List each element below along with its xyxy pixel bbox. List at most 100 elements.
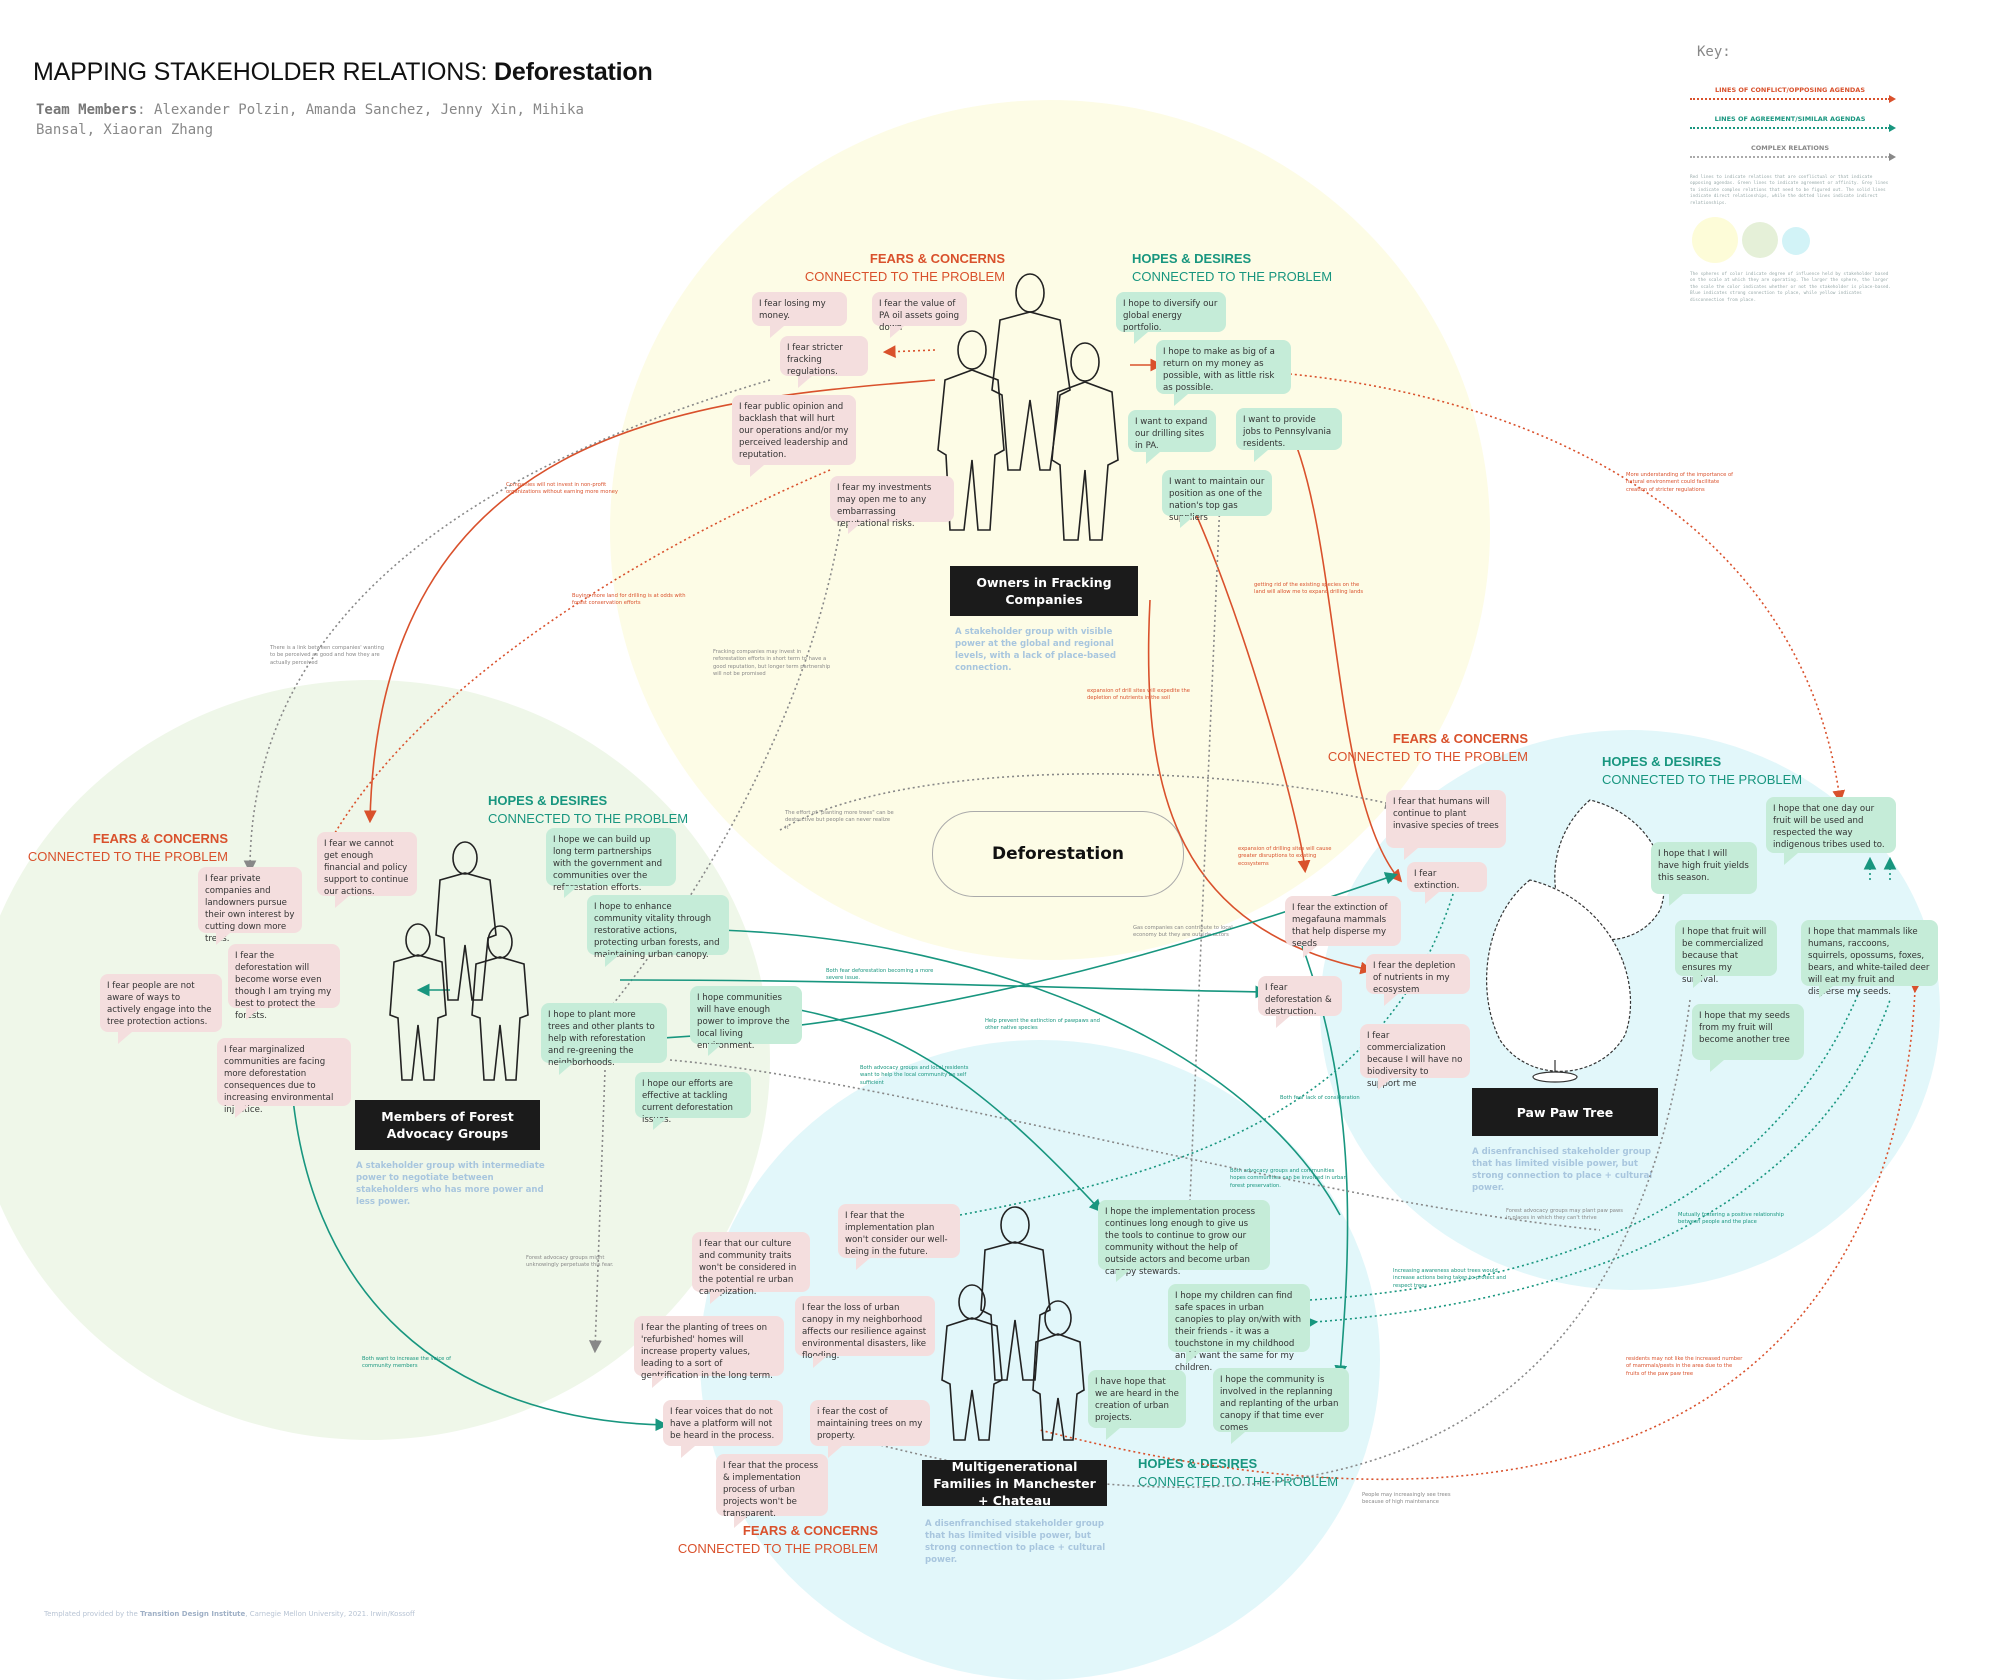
annotation: Forest advocacy groups might unknowingly… <box>526 1255 614 1269</box>
stakeholder-desc-pawpaw: A disenfranchised stakeholder group that… <box>1472 1147 1653 1193</box>
fear-bubble: I fear that the implementation plan won'… <box>838 1204 960 1270</box>
fear-bubble: I fear private companies and landowners … <box>198 867 302 945</box>
annotation: There is a link between companies' wanti… <box>270 645 385 666</box>
fear-bubble: I fear that the process & implementation… <box>716 1454 828 1528</box>
annotation: Gas companies can contribute to local ec… <box>1133 925 1233 939</box>
key-complex-line <box>1690 153 1896 161</box>
heading-sub: CONNECTED TO THE PROBLEM <box>677 1541 878 1556</box>
key-lines-desc: Red lines to indicate relations that are… <box>1690 175 1889 206</box>
key-sphere-yellow <box>1692 217 1738 263</box>
hope-bubble: I hope the community is involved in the … <box>1213 1368 1349 1444</box>
team-members: Team Members: Alexander Polzin, Amanda S… <box>36 100 596 140</box>
families-fears-heading: FEARS & CONCERNS CONNECTED TO THE PROBLEM <box>650 1522 878 1558</box>
heading-main: FEARS & CONCERNS <box>869 251 1005 266</box>
annotation: The effort of "planting more trees" can … <box>785 810 894 831</box>
heading-sub: CONNECTED TO THE PROBLEM <box>1602 772 1803 787</box>
hope-bubble: I hope we can build up long term partner… <box>546 828 676 898</box>
annotation: Mutually fostering a positive relationsh… <box>1678 1212 1784 1226</box>
page-title: MAPPING STAKEHOLDER RELATIONS: Deforesta… <box>33 58 653 87</box>
key-conflict-line <box>1690 95 1896 103</box>
fear-bubble: I fear that our culture and community tr… <box>692 1232 810 1304</box>
hope-bubble: I want to maintain our position as one o… <box>1162 470 1272 528</box>
heading-sub: CONNECTED TO THE PROBLEM <box>1327 749 1528 764</box>
key-title: Key: <box>1697 44 1731 60</box>
key-complex-label: COMPLEX RELATIONS <box>1751 144 1829 152</box>
fear-bubble: I fear we cannot get enough financial an… <box>317 832 417 908</box>
annotation: expansion of drilling sites will cause g… <box>1238 846 1332 867</box>
hope-bubble: I hope our efforts are effective at tack… <box>635 1072 751 1130</box>
footer-prefix: Templated provided by the <box>44 1610 141 1618</box>
hope-bubble: I hope that mammals like humans, raccoon… <box>1801 920 1938 998</box>
footer-org: Transition Design Institute <box>140 1610 246 1618</box>
title-topic: Deforestation <box>494 58 653 86</box>
annotation: More understanding of the importance of … <box>1626 472 1733 493</box>
hope-bubble: I hope that one day our fruit will be us… <box>1766 797 1896 865</box>
annotation: Buying more land for drilling is at odds… <box>572 593 686 607</box>
key-sphere-blue <box>1782 227 1810 255</box>
heading-sub: CONNECTED TO THE PROBLEM <box>1138 1474 1339 1489</box>
central-problem: Deforestation <box>932 811 1184 897</box>
key-spheres-desc: The spheres of color indicate degree of … <box>1690 272 1891 303</box>
fear-bubble: I fear losing my money. <box>752 292 847 338</box>
annotation: getting rid of the existing species on t… <box>1254 582 1364 596</box>
annotation: People may increasingly see trees becaus… <box>1362 1492 1451 1506</box>
advocacy-fears-heading: FEARS & CONCERNS CONNECTED TO THE PROBLEM <box>20 830 228 866</box>
hope-bubble: I have hope that we are heard in the cre… <box>1088 1370 1186 1440</box>
pawpaw-fears-heading: FEARS & CONCERNS CONNECTED TO THE PROBLEM <box>1300 730 1528 766</box>
hope-bubble: I hope my children can find safe spaces … <box>1168 1284 1310 1373</box>
fear-bubble: I fear public opinion and backlash that … <box>732 395 856 477</box>
annotation: expansion of drill sites will expedite t… <box>1087 688 1190 702</box>
heading-main: HOPES & DESIRES <box>488 793 608 808</box>
annotation: Both advocacy groups and communities hop… <box>1230 1168 1347 1189</box>
hope-bubble: I hope to diversify our global energy po… <box>1116 292 1226 344</box>
annotation: Help prevent the extinction of pawpaws a… <box>985 1018 1100 1032</box>
annotation: Both want to increase the voice of commu… <box>362 1356 452 1370</box>
fear-bubble: I fear the planting of trees on 'refurbi… <box>634 1316 784 1388</box>
pawpaw-hopes-heading: HOPES & DESIRES CONNECTED TO THE PROBLEM <box>1602 753 1842 789</box>
fear-bubble: I fear the extinction of megafauna mamma… <box>1285 896 1401 958</box>
heading-sub: CONNECTED TO THE PROBLEM <box>27 849 228 864</box>
hope-bubble: I want to expand our drilling sites in P… <box>1128 410 1216 464</box>
fear-bubble: I fear deforestation & destruction. <box>1258 976 1342 1028</box>
annotation: Increasing awareness about trees would i… <box>1393 1268 1507 1289</box>
fear-bubble: i fear the cost of maintaining trees on … <box>810 1400 930 1458</box>
heading-main: FEARS & CONCERNS <box>742 1523 878 1538</box>
hope-bubble: I hope to plant more trees and other pla… <box>541 1003 667 1075</box>
heading-main: HOPES & DESIRES <box>1138 1456 1258 1471</box>
arrow-icon <box>1889 124 1896 132</box>
fear-bubble: I fear people are not aware of ways to a… <box>100 974 222 1044</box>
families-hopes-heading: HOPES & DESIRES CONNECTED TO THE PROBLEM <box>1138 1455 1378 1491</box>
fear-bubble: I fear the depletion of nutrients in my … <box>1366 954 1470 1006</box>
arrow-icon <box>1889 95 1896 103</box>
fear-bubble: I fear extinction. <box>1407 862 1487 904</box>
hope-bubble: I hope that my seeds from my fruit will … <box>1692 1004 1804 1072</box>
fear-bubble: I fear the value of PA oil assets going … <box>872 292 967 338</box>
heading-main: HOPES & DESIRES <box>1602 754 1722 769</box>
annotation: Fracking companies may invest in refores… <box>713 649 831 678</box>
annotation: Companies will not invest in non-profit … <box>506 482 618 496</box>
annotation: Both fear lack of consideration <box>1280 1095 1360 1101</box>
heading-main: HOPES & DESIRES <box>1132 251 1252 266</box>
hope-bubble: I hope communities will have enough powe… <box>690 986 802 1056</box>
key-sphere-green <box>1742 222 1778 258</box>
hope-bubble: I want to provide jobs to Pennsylvania r… <box>1236 408 1342 462</box>
heading-main: FEARS & CONCERNS <box>92 831 228 846</box>
fear-bubble: I fear stricter fracking regulations. <box>780 336 868 388</box>
annotation: Both advocacy groups and local residents… <box>860 1065 969 1086</box>
heading-main: FEARS & CONCERNS <box>1392 731 1528 746</box>
stakeholder-label-fracking: Owners in Fracking Companies <box>950 566 1138 616</box>
annotation: Both fear deforestation becoming a more … <box>826 968 934 982</box>
fear-bubble: I fear marginalized communities are faci… <box>217 1038 351 1118</box>
hope-bubble: I hope that fruit will be commercialized… <box>1675 920 1777 988</box>
team-label: Team Members <box>36 102 138 118</box>
fear-bubble: I fear voices that do not have a platfor… <box>663 1400 783 1458</box>
footer-suffix: , Carnegie Mellon University, 2021. Irwi… <box>245 1610 415 1618</box>
title-prefix: MAPPING STAKEHOLDER RELATIONS: <box>33 58 495 86</box>
stakeholder-desc-families: A disenfranchised stakeholder group that… <box>925 1519 1106 1565</box>
fear-bubble: I fear my investments may open me to any… <box>830 476 954 534</box>
fear-bubble: I fear that humans will continue to plan… <box>1386 790 1506 860</box>
key-agreement-label: LINES OF AGREEMENT/SIMILAR AGENDAS <box>1714 115 1866 123</box>
